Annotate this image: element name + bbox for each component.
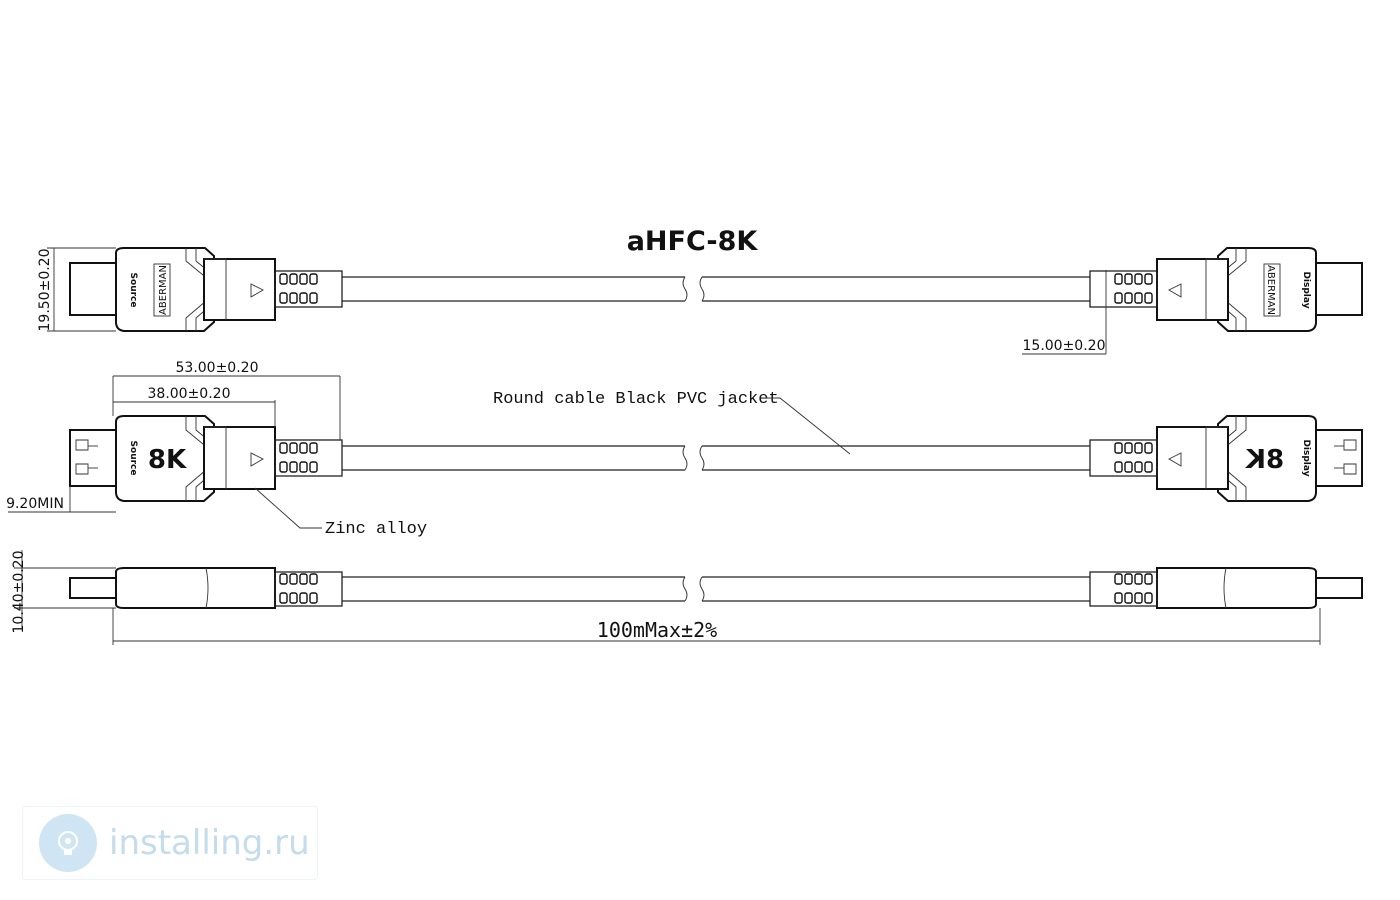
dim-plug-min: 9.20MIN xyxy=(6,496,64,512)
source-label: Source xyxy=(128,273,138,308)
brand-logo-right: ABERMAN xyxy=(1265,265,1276,315)
badge-8k-left: 8K xyxy=(148,445,187,475)
display-label-side: Display xyxy=(1301,439,1311,476)
side-view: Source 8K Display 8K 53.00±0.20 38.00±0.… xyxy=(6,360,1362,539)
brand-logo-left: ABERMAN xyxy=(158,265,169,315)
source-label-side: Source xyxy=(128,441,138,476)
display-label: Display xyxy=(1301,271,1311,308)
dim-thickness: 10.40±0.20 xyxy=(11,551,27,634)
dim-strain-relief: 15.00±0.20 xyxy=(1023,338,1106,354)
dim-overall: 53.00±0.20 xyxy=(176,360,259,376)
watermark-text: installing.ru xyxy=(109,823,310,863)
dim-cable-length: 100mMax±2% xyxy=(597,618,717,642)
callout-housing: Zinc alloy xyxy=(325,520,427,539)
dim-height: 19.50±0.20 xyxy=(37,249,53,332)
drawing-title: aHFC-8K xyxy=(627,226,759,257)
top-view: Source ABERMAN Display ABERMAN 19.50±0.2… xyxy=(37,248,1362,355)
watermark: installing.ru xyxy=(22,806,318,880)
callout-cable: Round cable Black PVC jacket xyxy=(493,390,779,409)
profile-view: 10.40±0.20 100mMax±2% xyxy=(11,550,1362,645)
dim-housing: 38.00±0.20 xyxy=(148,386,231,402)
gear-bulb-icon xyxy=(39,814,97,872)
badge-8k-right: 8K xyxy=(1245,445,1284,475)
